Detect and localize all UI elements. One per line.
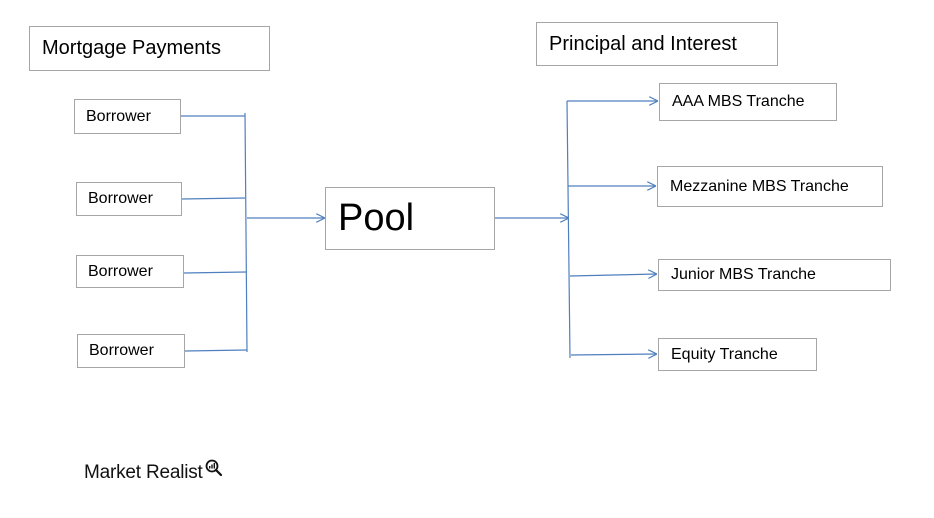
principal-interest-header: Principal and Interest	[536, 22, 778, 66]
pool-node: Pool	[325, 187, 495, 250]
borrower-node: Borrower	[74, 99, 181, 134]
market-realist-logo: Market Realist	[84, 459, 223, 484]
magnifier-chart-icon	[205, 459, 222, 477]
mortgage-payments-header: Mortgage Payments	[29, 26, 270, 71]
borrower-node: Borrower	[76, 182, 182, 216]
brand-text: Market Realist	[84, 462, 203, 483]
tranche-node: Mezzanine MBS Tranche	[657, 166, 883, 207]
tranche-node: Equity Tranche	[658, 338, 817, 371]
borrower-node: Borrower	[76, 255, 184, 288]
tranche-node: AAA MBS Tranche	[659, 83, 837, 121]
tranche-node: Junior MBS Tranche	[658, 259, 891, 291]
borrower-node: Borrower	[77, 334, 185, 368]
